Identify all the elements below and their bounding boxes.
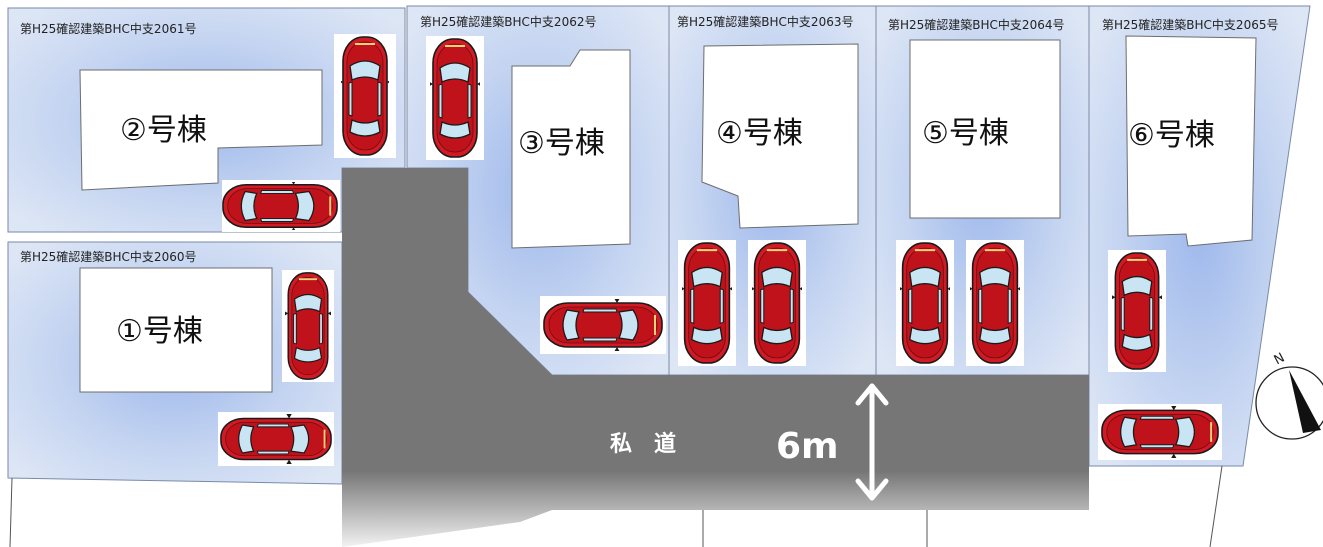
building-5 [909,39,1061,219]
road-name-label: 私 道 [610,431,676,457]
car-icon [430,38,480,158]
building-6-label: ⑥号棟 [1128,118,1215,153]
lot-1-permit-label: 第H25確認建築BHC中支2060号 [20,249,196,264]
lot-6-permit-label: 第H25確認建築BHC中支2065号 [1102,17,1278,32]
parking-spaces [218,34,1222,466]
boundary-lines [9,465,1223,547]
building-4 [701,43,859,229]
car-icon [543,299,663,351]
car-icon [900,242,950,364]
car-icon [1101,406,1219,458]
lot-5-permit-label: 第H25確認建築BHC中支2064号 [888,17,1064,32]
car-icon [222,182,338,230]
lot-3-permit-label: 第H25確認建築BHC中支2062号 [420,14,596,29]
north-label: N [1272,350,1288,368]
road-width-arrow-icon [855,383,889,501]
lot-2-permit-label: 第H25確認建築BHC中支2061号 [20,21,196,36]
car-icon [970,242,1020,364]
car-icon [285,272,331,380]
building-2 [79,69,323,191]
car-icon [1112,252,1162,370]
car-icon [220,414,332,464]
building-1 [79,267,273,393]
building-2-label: ②号棟 [120,113,207,148]
building-4-label: ④号棟 [716,116,803,151]
building-5-label: ⑤号棟 [922,116,1009,151]
car-icon [752,242,802,364]
road-width-label: 6m [776,426,839,467]
building-6 [1125,35,1257,247]
car-icon [682,242,732,364]
building-3 [511,49,631,249]
compass: N [1255,350,1323,440]
car-icon [341,36,389,156]
building-1-label: ①号棟 [116,314,203,349]
lot-4-permit-label: 第H25確認建築BHC中支2063号 [677,14,853,29]
building-3-label: ③号棟 [518,126,605,161]
private-road [342,168,1089,547]
